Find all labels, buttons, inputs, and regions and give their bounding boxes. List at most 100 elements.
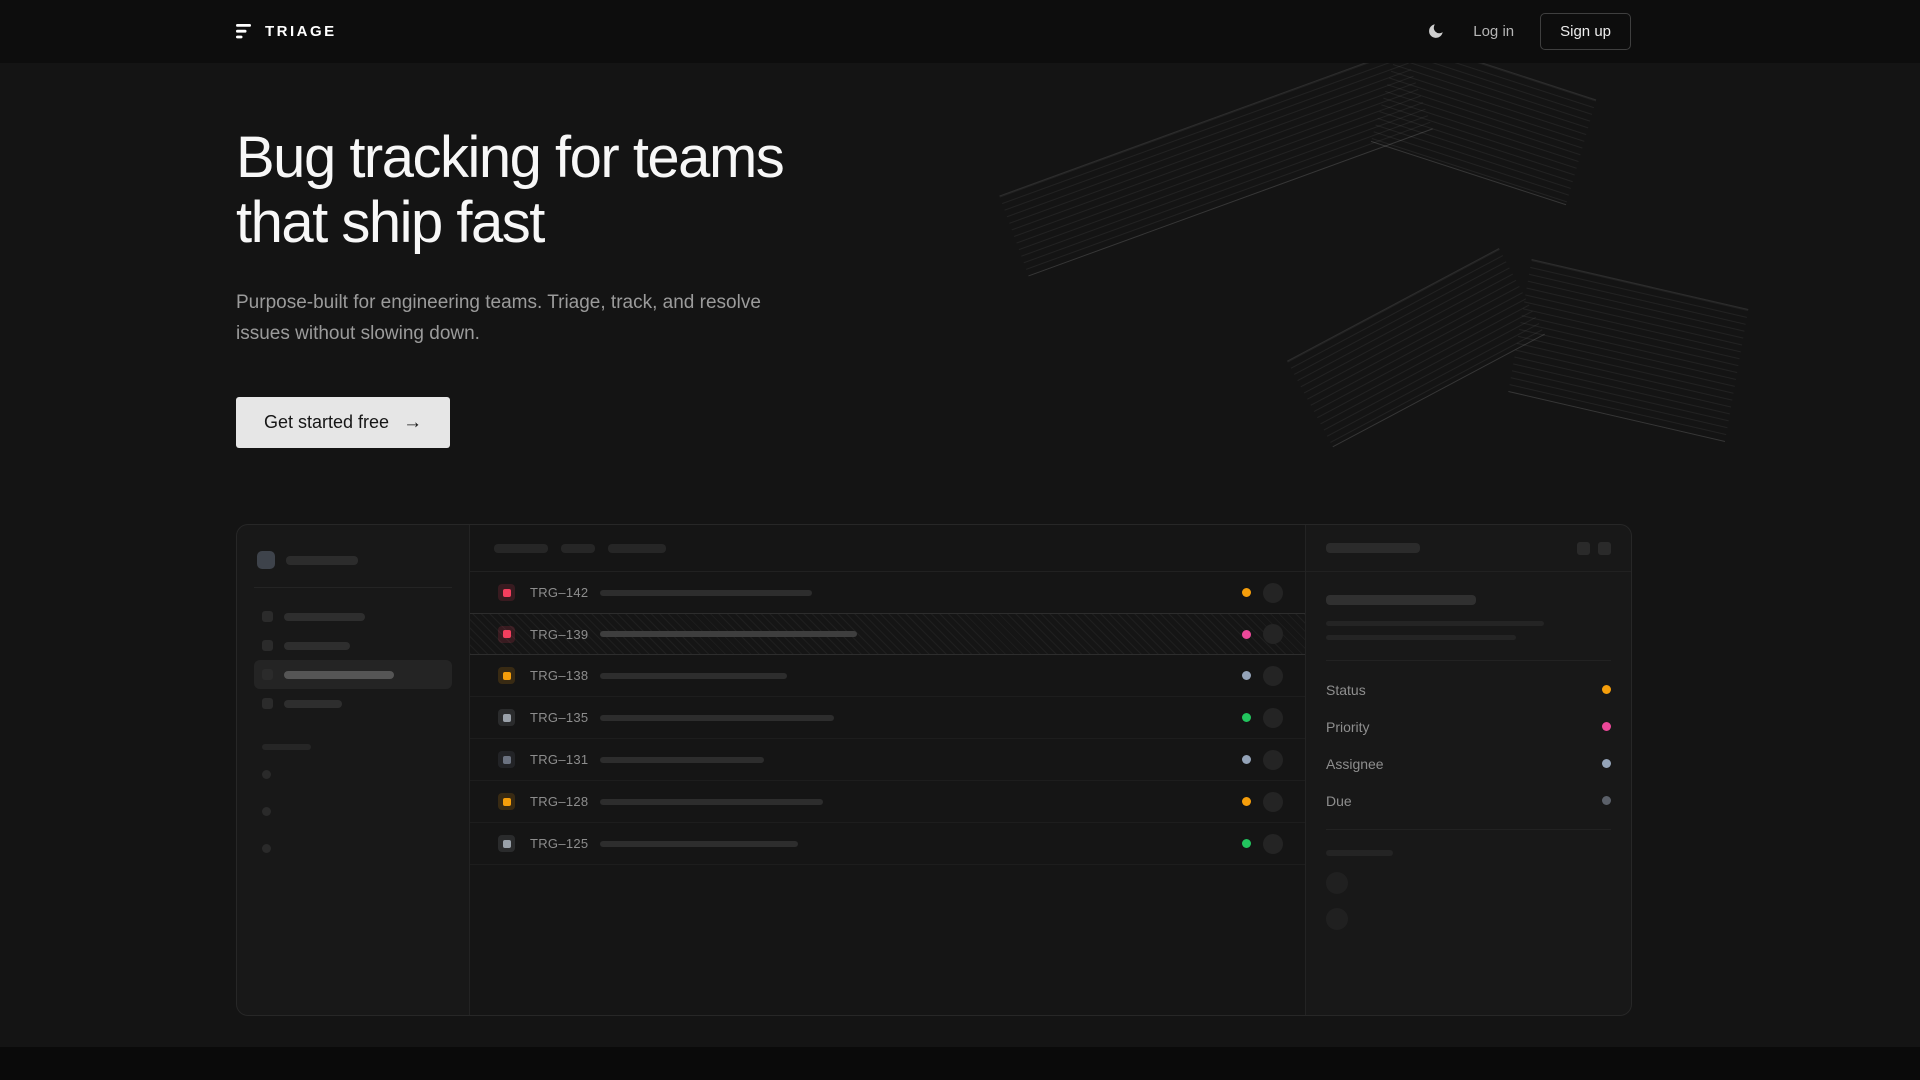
assignee-avatar	[1263, 749, 1283, 770]
issue-id: TRG–135	[530, 710, 589, 725]
status-dot	[1242, 629, 1251, 639]
hero-title-line1: Bug tracking for teams	[236, 125, 785, 190]
sidebar-footer-dots	[262, 770, 452, 853]
cta-label: Get started free	[264, 412, 390, 432]
nav-inner: TRIAGE Log in Sign up	[236, 0, 1631, 63]
activity-avatar	[1326, 872, 1348, 894]
issue-title-skeleton	[600, 756, 764, 763]
detail-field: Due	[1326, 782, 1611, 819]
sidebar-item-skeleton	[284, 699, 342, 708]
sidebar-dot	[262, 807, 271, 816]
issue-type-icon	[498, 751, 515, 768]
panel-action-icon	[1577, 541, 1590, 555]
assignee-avatar	[1263, 665, 1283, 686]
issue-id: TRG–139	[530, 626, 589, 642]
issue-row: TRG–125	[470, 823, 1305, 865]
issue-row: TRG–139	[470, 613, 1305, 655]
sidebar-item-icon	[262, 640, 273, 651]
issue-row-meta	[1242, 665, 1283, 686]
issue-row: TRG–142	[470, 572, 1305, 614]
activity-label-skeleton	[1326, 850, 1393, 856]
issue-row: TRG–131	[470, 739, 1305, 781]
issue-row: TRG–128	[470, 781, 1305, 823]
filter-tab-skeleton	[608, 543, 666, 553]
status-dot	[1242, 839, 1251, 848]
issue-title-skeleton	[600, 798, 823, 805]
filter-tab-skeleton	[494, 543, 548, 553]
sidebar-item	[254, 689, 452, 718]
issue-id: TRG–131	[530, 752, 589, 767]
issue-id: TRG–128	[530, 794, 589, 809]
field-value-dot	[1602, 685, 1611, 694]
issue-row-meta	[1242, 707, 1283, 728]
sidebar-item-icon	[262, 611, 273, 622]
activity-avatars	[1326, 872, 1611, 930]
status-dot	[1242, 588, 1251, 597]
detail-field: Assignee	[1326, 745, 1611, 782]
issue-id: TRG–125	[530, 836, 589, 851]
hero-subtitle: Purpose-built for engineering teams. Tri…	[236, 292, 761, 344]
issue-id: TRG–138	[530, 668, 589, 683]
detail-title-skeleton	[1326, 543, 1420, 553]
wireframe-sheet	[1286, 248, 1545, 448]
issue-row-meta	[1242, 791, 1283, 812]
top-nav: TRIAGE Log in Sign up	[0, 0, 1920, 63]
assignee-avatar	[1263, 582, 1283, 603]
sidebar-dot	[262, 770, 271, 779]
field-label: Status	[1326, 681, 1366, 698]
sidebar-nav-items	[254, 602, 452, 718]
moon-icon	[1428, 24, 1443, 38]
status-dot	[1242, 713, 1251, 722]
sidebar-item-icon	[262, 698, 273, 709]
wireframe-sheet	[1508, 259, 1749, 442]
sidebar-section-label-skeleton	[262, 744, 311, 750]
filter-tab-skeleton	[561, 543, 595, 553]
issue-title-skeleton	[600, 672, 787, 679]
issue-title-skeleton	[1326, 595, 1476, 605]
activity-avatar	[1326, 908, 1348, 930]
login-link[interactable]: Log in	[1473, 23, 1515, 40]
detail-field: Status	[1326, 671, 1611, 708]
issue-type-icon	[498, 625, 515, 643]
issue-type-icon	[498, 584, 515, 601]
assignee-avatar	[1263, 791, 1283, 812]
mockup-sidebar	[237, 525, 470, 1015]
issue-row-meta	[1242, 749, 1283, 770]
brand-name: TRIAGE	[265, 23, 337, 40]
issue-row-meta	[1242, 624, 1283, 644]
sidebar-item	[254, 631, 452, 660]
nav-actions: Log in Sign up	[1423, 13, 1631, 50]
issue-title-skeleton	[600, 631, 857, 637]
arrow-right-icon: →	[403, 412, 423, 433]
theme-toggle-button[interactable]	[1423, 20, 1447, 44]
detail-header-icons	[1577, 541, 1611, 555]
brand[interactable]: TRIAGE	[236, 23, 337, 40]
issue-type-icon	[498, 667, 515, 684]
triage-logo-icon	[236, 24, 251, 39]
issue-row-meta	[1242, 833, 1283, 854]
issue-row: TRG–135	[470, 697, 1305, 739]
field-value-dot	[1602, 722, 1611, 731]
status-dot	[1242, 797, 1251, 806]
sidebar-item-skeleton	[284, 670, 394, 679]
assignee-avatar	[1263, 833, 1283, 854]
get-started-button[interactable]: Get started free →	[236, 397, 451, 448]
hero-title-line2: that ship fast	[236, 190, 545, 255]
issue-type-icon	[498, 709, 515, 726]
assignee-avatar	[1263, 707, 1283, 728]
status-dot	[1242, 755, 1251, 764]
detail-footer	[1326, 829, 1611, 930]
signup-button[interactable]: Sign up	[1540, 13, 1631, 50]
sidebar-workspace	[254, 545, 452, 588]
sidebar-dot	[262, 844, 271, 853]
wireframe-sheet	[999, 48, 1433, 277]
field-label: Due	[1326, 792, 1352, 809]
field-value-dot	[1602, 796, 1611, 805]
issue-title-skeleton	[600, 589, 812, 596]
